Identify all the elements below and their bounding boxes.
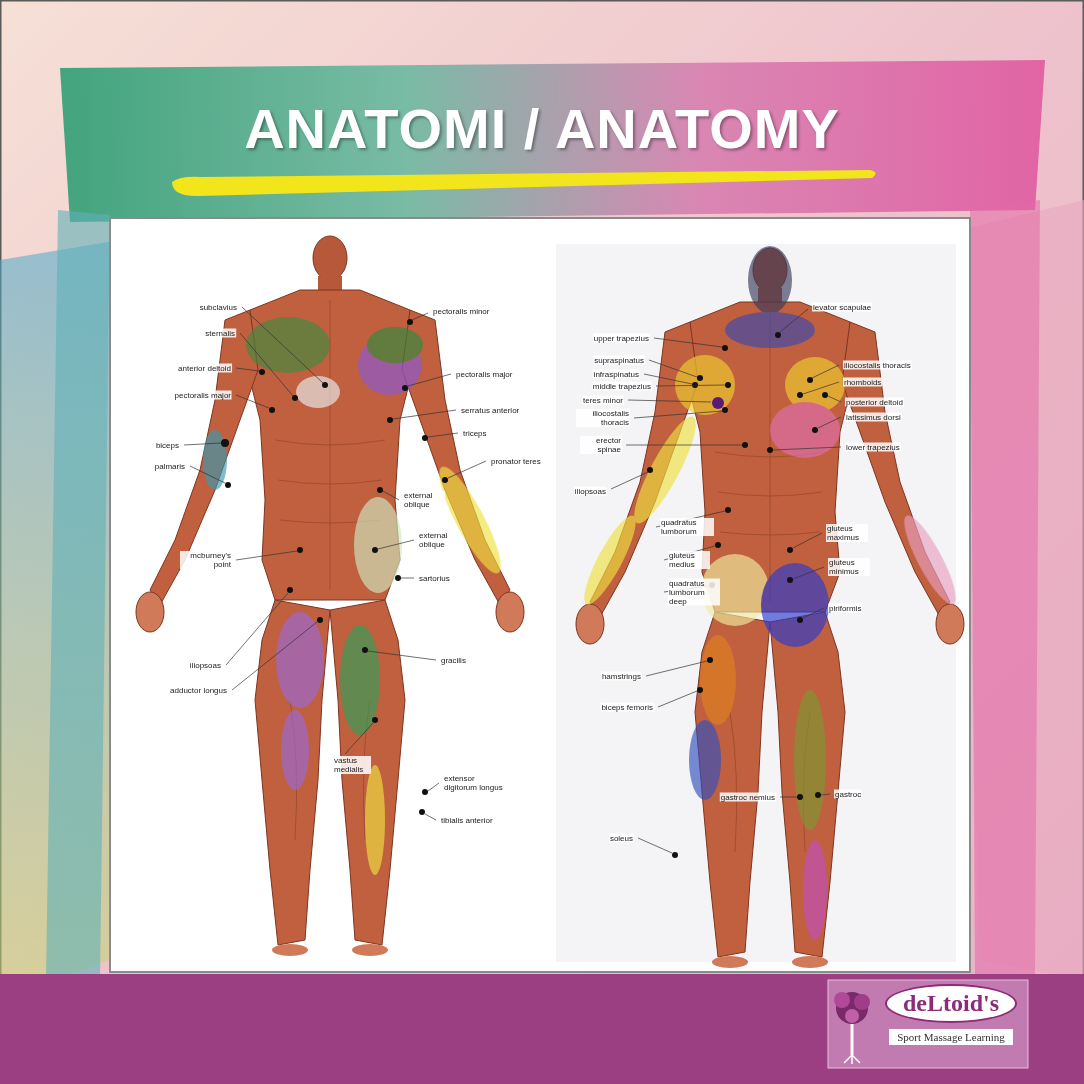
muscle-label: gluteus minimus	[828, 558, 870, 576]
muscle-label: pectoralis major	[455, 370, 513, 379]
logo-tree	[834, 992, 870, 1064]
muscle-label: iliocostalis thoracis	[576, 409, 630, 427]
muscle-label: sartorius	[418, 574, 451, 583]
muscle-label: posterior deltoid	[845, 398, 904, 407]
muscle-label: subclavius	[199, 303, 238, 312]
muscle-label: mcburney's point	[180, 551, 232, 569]
muscle-label: hamstrings	[601, 672, 642, 681]
muscle-label: pectoralis major	[174, 391, 232, 400]
muscle-label: quadratus lumborum	[660, 518, 714, 536]
muscle-label: piriformis	[828, 604, 862, 613]
muscle-label: anterior deltoid	[177, 364, 232, 373]
muscle-label: extensor digitorum longus	[443, 774, 505, 792]
muscle-label: iliopsoas	[574, 487, 607, 496]
muscle-label: biceps femoris	[600, 703, 654, 712]
muscle-label: biceps	[155, 441, 180, 450]
muscle-label: gluteus maximus	[826, 524, 868, 542]
muscle-label: sternalis	[204, 329, 236, 338]
muscle-label: iliopsoas	[189, 661, 222, 670]
muscle-label: palmaris	[154, 462, 186, 471]
muscle-label: iliocostalis thoracis	[843, 361, 912, 370]
muscle-label: levator scapulae	[812, 303, 872, 312]
muscle-label: triceps	[462, 429, 488, 438]
muscle-label: pectoralis minor	[432, 307, 490, 316]
muscle-label: gracilis	[440, 656, 467, 665]
muscle-label: tibialis anterior	[440, 816, 494, 825]
muscle-label: quadratus lumborum deep	[668, 579, 720, 606]
muscle-label: gastroc nemius	[720, 793, 776, 802]
title: ANATOMI / ANATOMY	[0, 96, 1084, 161]
muscle-label: erector spinae	[580, 436, 622, 454]
muscle-label: gastroc	[834, 790, 862, 799]
muscle-label: supraspinatus	[593, 356, 645, 365]
muscle-label: pronator teres	[490, 457, 542, 466]
muscle-label: upper trapezius	[593, 334, 650, 343]
muscle-label: rhomboids	[843, 378, 882, 387]
muscle-label: adductor longus	[169, 686, 228, 695]
muscle-label: external oblique	[418, 531, 460, 549]
muscle-label: gluteus medius	[668, 551, 710, 569]
brand-tagline: Sport Massage Learning	[889, 1029, 1013, 1045]
muscle-label: teres minor	[582, 396, 624, 405]
muscle-label: middle trapezius	[592, 382, 652, 391]
muscle-label: latissimus dorsi	[845, 413, 902, 422]
muscle-label: infraspinatus	[593, 370, 640, 379]
muscle-label: external oblique	[403, 491, 445, 509]
muscle-label: vastus medialis	[333, 756, 371, 774]
muscle-label: serratus anterior	[460, 406, 520, 415]
muscle-label: lower trapezius	[845, 443, 901, 452]
logo-panel: deLtoid'sSport Massage Learning	[878, 984, 1024, 1045]
brand-name: deLtoid's	[885, 984, 1017, 1023]
muscle-label: soleus	[609, 834, 634, 843]
